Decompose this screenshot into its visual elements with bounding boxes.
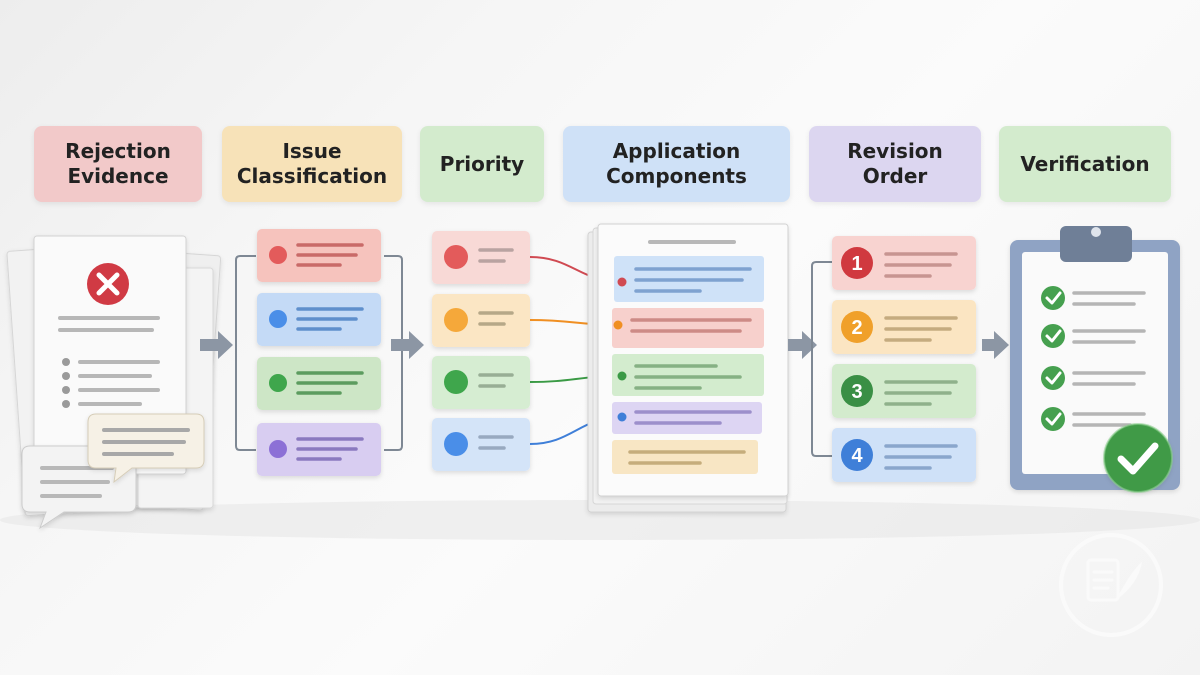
- revision-order-bracket: [811, 261, 832, 457]
- reject-x-icon: [87, 263, 129, 305]
- component-section-red: [612, 308, 764, 348]
- rejection-document-stack: [6, 235, 222, 530]
- flow-arrow-4: [982, 331, 1009, 359]
- application-document: [587, 223, 789, 513]
- priority-card-medium: [432, 294, 530, 347]
- flow-arrow-2: [391, 331, 424, 359]
- revision-step-number: 2: [851, 317, 862, 339]
- revision-steps: 1 2 3 4: [832, 236, 976, 482]
- revision-step-3: [832, 364, 976, 418]
- revision-step-4: [832, 428, 976, 482]
- component-section-yellow: [612, 440, 758, 474]
- revision-step-number: 1: [851, 253, 862, 275]
- revision-step-number: 4: [851, 445, 863, 467]
- stage-label-priority: Priority: [420, 126, 544, 202]
- issue-classification-bracket: [235, 255, 403, 451]
- check-icon: [1041, 286, 1065, 431]
- stage-label-revision-order: Revision Order: [809, 126, 981, 202]
- approved-check-icon: [1103, 423, 1173, 493]
- logo-icon: [1059, 533, 1163, 637]
- stage-label-rejection-evidence: Rejection Evidence: [34, 126, 202, 202]
- priority-cards: [432, 231, 530, 471]
- priority-card-high: [432, 231, 530, 284]
- issue-cards: [257, 229, 381, 476]
- priority-card-minor: [432, 418, 530, 471]
- flow-arrow-1: [200, 331, 233, 359]
- priority-card-low: [432, 356, 530, 409]
- revision-step-number: 3: [851, 381, 862, 403]
- stage-label-application-components: Application Components: [563, 126, 790, 202]
- revision-step-1: [832, 236, 976, 290]
- flow-arrow-3: [788, 331, 817, 359]
- verification-clipboard: [1010, 226, 1180, 493]
- component-section-purple: [612, 402, 762, 434]
- stage-label-verification: Verification: [999, 126, 1171, 202]
- revision-step-2: [832, 300, 976, 354]
- comment-bubble-front: [87, 413, 205, 484]
- stage-label-issue-classification: Issue Classification: [222, 126, 402, 202]
